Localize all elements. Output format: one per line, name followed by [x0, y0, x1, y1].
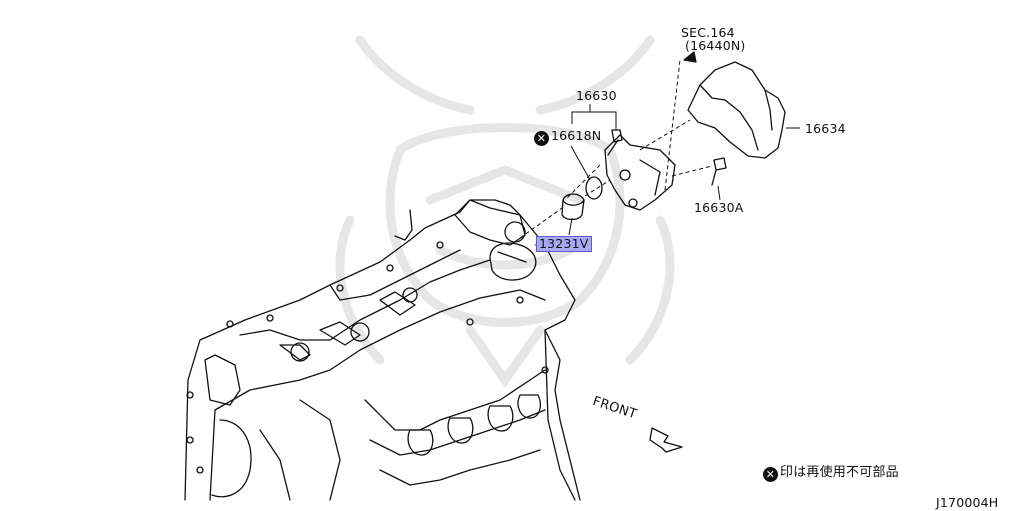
- engine-cylinder-head: [184, 199, 581, 501]
- part-label-16630: 16630: [576, 88, 617, 103]
- leader-lines: [535, 104, 800, 246]
- assembly-dashed-lines: [519, 59, 713, 239]
- section-arrow-icon: [683, 51, 697, 63]
- front-arrow-icon: [649, 427, 683, 453]
- part-label-16618n: ✕16618N: [534, 129, 601, 146]
- bolt-16630a: [711, 157, 727, 186]
- x-circle-icon: ✕: [763, 467, 778, 482]
- diagram-code: J170004H: [936, 495, 999, 510]
- section-ref-sub-label: (16440N): [685, 38, 746, 53]
- part-label-16634: 16634: [805, 121, 846, 136]
- cover-bracket: [687, 61, 786, 159]
- part-label-13231v-highlighted[interactable]: 13231V: [536, 236, 592, 252]
- solenoid-valve: [604, 129, 676, 211]
- section-ref-label: SEC.164: [681, 25, 735, 40]
- legend-non-reusable: ✕印は再使用不可部品: [763, 466, 899, 482]
- collar-sleeve: [561, 193, 585, 221]
- watermark-emblem: [335, 35, 675, 388]
- part-label-16630a: 16630A: [694, 200, 744, 215]
- x-circle-icon: ✕: [534, 131, 549, 146]
- o-ring: [585, 176, 603, 200]
